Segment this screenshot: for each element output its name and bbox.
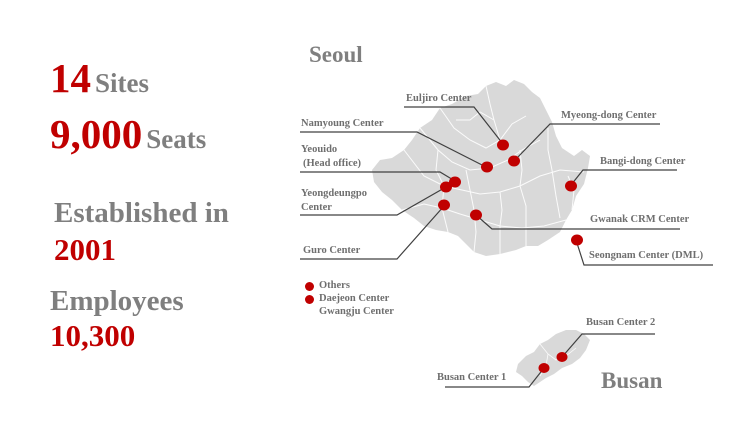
- leader-gwanak: [475, 214, 680, 230]
- dot-guro: [438, 199, 450, 211]
- legend-dot-regional: [305, 295, 314, 304]
- label-busan1: Busan Center 1: [437, 372, 507, 383]
- label-guro: Guro Center: [303, 245, 361, 256]
- label-yeongdeungpo: Yeongdeungpo Center: [301, 187, 367, 215]
- dot-busan1: [538, 363, 550, 373]
- seats-stat: 9,000 Seats: [50, 114, 206, 155]
- label-yeouido-line1: Yeouido: [301, 144, 338, 155]
- leader-yeongdeungpo: [300, 186, 447, 216]
- leader-seongnam: [575, 239, 713, 266]
- seoul-title: Seoul: [309, 42, 363, 67]
- busan-title: Busan: [601, 368, 663, 393]
- leader-guro: [300, 205, 445, 260]
- legend-dot-others: [305, 282, 314, 291]
- dot-busan2: [556, 352, 568, 362]
- label-gwanak: Gwanak CRM Center: [590, 214, 690, 225]
- seats-value: 9,000: [50, 111, 143, 157]
- established-value: 2001: [54, 232, 116, 267]
- leader-busan1: [445, 367, 545, 388]
- sites-label: Sites: [95, 68, 149, 98]
- employees-value: 10,300: [50, 318, 136, 353]
- dot-yeouido: [449, 176, 461, 188]
- dot-gwanak: [470, 209, 482, 221]
- legend-others: Others: [319, 280, 350, 291]
- leader-myeongdong: [514, 123, 660, 161]
- label-yeongdeungpo-line2: Center: [301, 202, 332, 214]
- dot-seongnam: [571, 234, 583, 246]
- seoul-map-shape: [372, 80, 590, 256]
- leader-bangidong: [570, 169, 677, 186]
- dot-euljiro: [497, 139, 509, 151]
- label-seongnam: Seongnam Center (DML): [589, 250, 704, 261]
- label-namyoung: Namyoung Center: [301, 118, 384, 129]
- seats-label: Seats: [146, 124, 207, 154]
- label-euljiro: Euljiro Center: [406, 93, 472, 104]
- sites-stat: 14 Sites: [50, 58, 149, 99]
- leader-busan2: [561, 333, 655, 358]
- dot-bangidong: [565, 180, 577, 192]
- dot-yeongdeungpo: [440, 181, 452, 193]
- label-yeouido: Yeouido (Head office): [301, 143, 361, 171]
- leader-yeouido: [300, 171, 456, 182]
- label-busan2: Busan Center 2: [586, 317, 656, 328]
- dot-namyoung: [481, 161, 493, 173]
- label-yeongdeungpo-line1: Yeongdeungpo: [301, 188, 367, 199]
- leader-namyoung: [300, 131, 487, 168]
- legend-daejeon: Daejeon Center: [319, 293, 390, 304]
- label-bangidong: Bangi-dong Center: [600, 156, 686, 167]
- label-yeouido-line2: (Head office): [303, 158, 362, 170]
- established-label: Established in: [54, 197, 229, 229]
- sites-value: 14: [50, 55, 91, 101]
- leader-euljiro: [404, 106, 504, 145]
- dot-myeongdong: [508, 155, 520, 167]
- legend-gwangju: Gwangju Center: [319, 306, 394, 317]
- label-myeongdong: Myeong-dong Center: [561, 110, 657, 121]
- employees-label: Employees: [50, 285, 184, 317]
